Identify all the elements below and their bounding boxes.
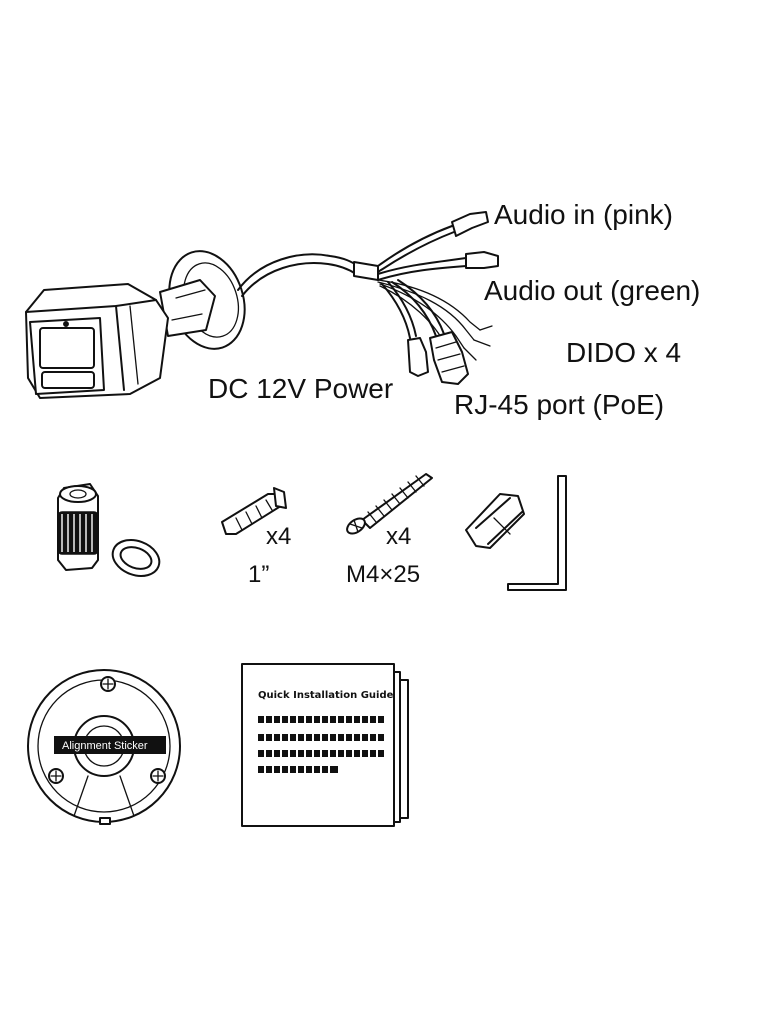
camera-bracket (159, 279, 216, 337)
camera-lens-window (39, 327, 95, 369)
anchor-qty-label: x4 (266, 523, 291, 550)
dc-power-cable (381, 283, 411, 339)
audio-out-cable (377, 257, 467, 275)
waterproof-cap (57, 483, 99, 571)
alignment-sticker-label: Alignment Sticker (62, 740, 148, 752)
camera-ir-window (41, 371, 95, 389)
screw (346, 473, 433, 535)
cable-bundle (237, 211, 499, 385)
dido-wires (377, 279, 481, 357)
rj45-connector (429, 331, 469, 385)
quick-installation-guide (241, 663, 409, 827)
bullet-camera (25, 250, 246, 399)
guide-title: Quick Installation Guide (258, 690, 394, 701)
audio-out-label: Audio out (green) (484, 275, 700, 306)
cable-clip (465, 493, 525, 549)
audio-in-label: Audio in (pink) (494, 199, 673, 230)
rj45-label: RJ-45 port (PoE) (454, 389, 664, 420)
cable-sleeve (353, 261, 379, 281)
dc-power-connector (407, 337, 429, 377)
screw-size-label: M4×25 (346, 561, 420, 588)
alignment-sticker (54, 736, 166, 754)
audio-out-connector (465, 251, 499, 269)
dido-label: DIDO x 4 (566, 337, 681, 368)
hex-key (507, 475, 567, 591)
anchor-size-label: 1” (248, 561, 269, 588)
rj45-cable (391, 281, 437, 337)
wall-anchor (221, 487, 287, 535)
guide-text-gaps (264, 715, 378, 774)
screw-qty-label: x4 (386, 523, 411, 550)
rubber-ring (111, 539, 161, 577)
dc-power-label: DC 12V Power (208, 373, 393, 404)
audio-in-connector (451, 211, 489, 237)
audio-in-cable (377, 225, 453, 267)
